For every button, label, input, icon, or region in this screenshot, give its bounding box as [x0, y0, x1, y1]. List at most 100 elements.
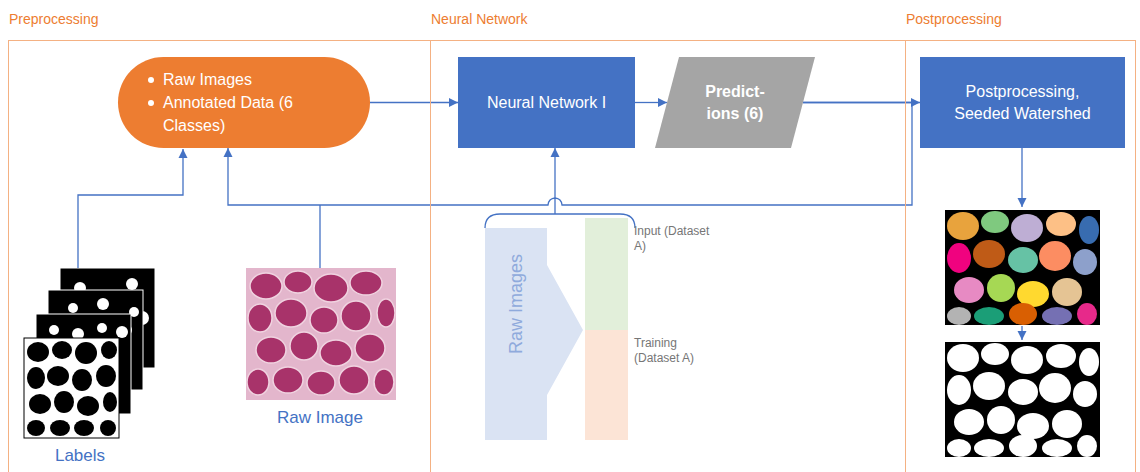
- raw-tissue-image: [256, 337, 286, 363]
- node-text: Neural Network I: [487, 92, 606, 114]
- instance-segmentation-image: [1073, 249, 1097, 275]
- instance-segmentation-image: [987, 274, 1015, 302]
- label-image-stack: [97, 323, 107, 333]
- raw-tissue-image: [339, 366, 369, 394]
- input-wires: [319, 205, 320, 268]
- label-image-stack: [54, 391, 74, 413]
- node-text: Raw Images: [163, 68, 338, 91]
- node-text: Raw Images: [505, 254, 527, 354]
- node-text: Postprocessing, Seeded Watershed: [940, 81, 1105, 125]
- panel-title: Preprocessing: [9, 10, 99, 28]
- binary-mask-image: [1009, 435, 1037, 457]
- instance-segmentation-image: [947, 212, 979, 240]
- panel-title: Postprocessing: [906, 10, 1002, 28]
- instance-segmentation-image: [954, 277, 984, 303]
- binary-mask-image: [1042, 439, 1072, 457]
- instance-segmentation-image: [1077, 303, 1097, 325]
- input-wires: [1021, 148, 1022, 207]
- raw-tissue-image: [307, 371, 335, 395]
- text-holder: Raw ImagesAnnotated Data (6 Classes): [118, 57, 370, 148]
- data-terminal: Raw ImagesAnnotated Data (6 Classes): [118, 57, 370, 148]
- label-image-stack: [77, 396, 99, 416]
- label-image-stack: [52, 341, 72, 359]
- text-holder: Raw Image: [220, 408, 420, 428]
- binary-mask-image: [1039, 373, 1071, 403]
- text-holder: Preprocessing: [9, 10, 99, 28]
- node-text: Predict- ions (6): [692, 81, 778, 125]
- dataset-label: Training (Dataset A): [634, 336, 714, 366]
- label-image-stack: [72, 369, 92, 391]
- label-image-stack: [68, 303, 78, 313]
- raw-tissue-image: [247, 271, 395, 395]
- label-image-stack: [103, 392, 117, 412]
- instance-segmentation-image: [1011, 214, 1043, 242]
- label-image-stack: [27, 367, 45, 389]
- binary-mask-image: [1073, 381, 1097, 407]
- instance-segmentation-image: [1042, 307, 1072, 325]
- binary-mask-image: [987, 406, 1015, 434]
- binary-mask-image: [1046, 344, 1076, 368]
- instance-segmentation-image: [947, 243, 971, 273]
- raw-tissue-image: [310, 307, 338, 333]
- raw-tissue-image: [284, 271, 312, 293]
- label-image-stack: [49, 325, 59, 335]
- dataset-bar: Input (Dataset A): [585, 218, 628, 330]
- label-image-stack: [50, 420, 70, 436]
- instance-segmentation-image: [1039, 241, 1071, 271]
- binary-mask-image: [945, 342, 1100, 457]
- label-image-stack: [24, 338, 119, 438]
- binary-mask-image: [947, 439, 971, 457]
- block-arrow-shape: [485, 214, 583, 440]
- parallelogram-shape: [655, 57, 815, 148]
- label-image-stack: [74, 420, 94, 436]
- flow-connector: [370, 102, 458, 103]
- node-text: Annotated Data (6 Classes): [163, 91, 338, 137]
- instance-segmentation-image: [1008, 247, 1038, 273]
- binary-mask-image: [1079, 348, 1099, 376]
- image-caption: Raw Image: [277, 408, 363, 428]
- stage-panel: Raw ImagesAnnotated Data (6 Classes)Prep…: [8, 40, 431, 472]
- text-holder: Neural Network: [431, 10, 527, 28]
- flow-connector: [635, 102, 667, 103]
- dataset-label: Input (Dataset A): [634, 224, 714, 254]
- binary-mask-image: [1077, 435, 1097, 457]
- input-wires: [1021, 326, 1022, 340]
- text-holder: Input (Dataset A): [634, 224, 714, 254]
- binary-mask-image: [974, 439, 1004, 457]
- raw-tissue-image: [350, 271, 382, 295]
- binary-mask-image: [1008, 379, 1038, 405]
- label-image-stack: [126, 278, 138, 290]
- image-caption: Labels: [55, 446, 105, 466]
- instance-segmentation-image: [981, 211, 1009, 233]
- instance-segmentation-image: [945, 210, 1100, 325]
- label-image-stack: [24, 268, 155, 438]
- label-image-stack: [27, 420, 45, 436]
- raw-tissue-image: [273, 367, 303, 393]
- raw-tissue-image: [250, 273, 282, 299]
- raw-tissue-image: [377, 299, 395, 327]
- binary-mask-image: [954, 409, 984, 435]
- label-image-stack: [101, 341, 117, 359]
- binary-mask-image: [981, 343, 1009, 365]
- raw-tissue-image: [247, 369, 269, 395]
- binary-mask-image: [973, 372, 1005, 400]
- text-holder: Postprocessing: [906, 10, 1002, 28]
- raw-tissue-image: [341, 301, 371, 331]
- stage-panel: Neural Network I Predict- ions (6) Raw Ima…: [430, 40, 906, 472]
- instance-segmentation-image: [947, 307, 971, 325]
- label-image-stack: [96, 365, 116, 387]
- binary-mask-image: [1011, 346, 1043, 374]
- dataset-bar: Training (Dataset A): [585, 330, 628, 440]
- text-holder: Postprocessing, Seeded Watershed: [920, 57, 1125, 148]
- label-image-stack: [116, 326, 128, 338]
- input-arrow: Raw Images: [485, 214, 583, 440]
- data-parallelogram: Predict- ions (6): [655, 57, 815, 148]
- raw-tissue-image: [246, 268, 396, 400]
- instance-segmentation-image: [1009, 303, 1037, 325]
- label-image-stack: [75, 342, 97, 364]
- instance-segmentation-image: [1046, 212, 1076, 236]
- label-image-stack: [47, 366, 69, 386]
- raw-tissue-image: [374, 369, 394, 395]
- instance-segmentation-image: [973, 240, 1005, 268]
